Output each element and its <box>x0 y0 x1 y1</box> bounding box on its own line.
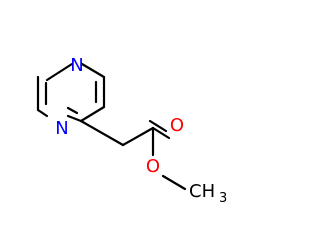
bond-c4-n3-double <box>66 106 79 115</box>
bond-ring-ch2 <box>79 119 125 147</box>
bond-carbonyl-o-2 <box>148 119 168 133</box>
atom-o-ester: O <box>146 156 160 177</box>
bond-n1-c6 <box>80 62 106 79</box>
bonds <box>36 62 187 191</box>
bond-c5-c4 <box>79 105 106 123</box>
structure-diagram: N N O O CH 3 <box>36 55 227 206</box>
bond-carbonyl-o-1 <box>151 126 171 140</box>
bond-n1-c2 <box>45 62 74 82</box>
atom-methyl: CH 3 <box>189 181 227 206</box>
bond-n3-c2 <box>36 108 49 118</box>
methyl-subscript: 3 <box>219 191 227 206</box>
bond-o-methyl <box>161 174 187 191</box>
bond-ch2-carbonyl <box>121 126 155 147</box>
bond-c4-n3 <box>66 114 83 123</box>
methyl-label: CH <box>189 181 215 202</box>
atom-n-top: N <box>70 55 83 76</box>
atom-o-carbonyl: O <box>170 115 184 136</box>
atom-n-left: N <box>55 118 68 139</box>
